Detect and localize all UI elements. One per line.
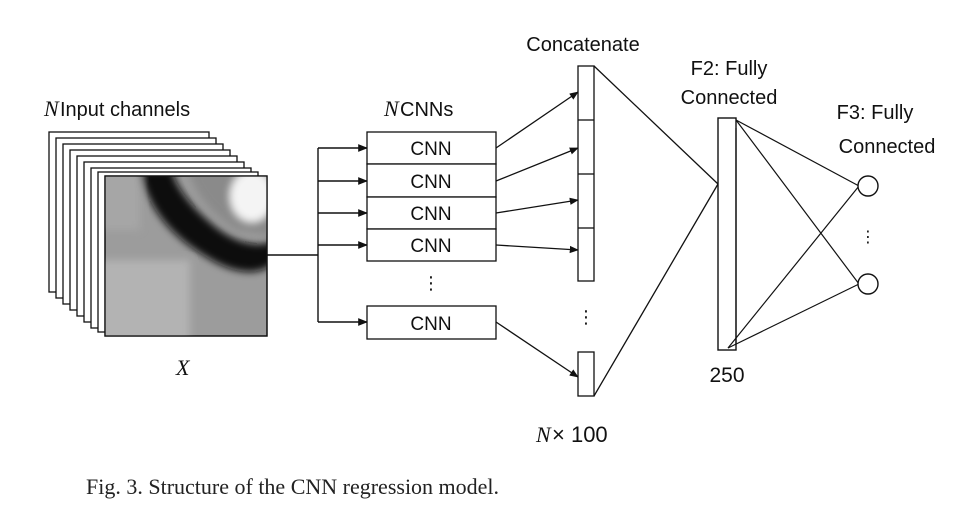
concat-size-var: N bbox=[535, 422, 552, 447]
cnn-block-5: CNN bbox=[366, 305, 497, 340]
cnn-block-2: CNN bbox=[366, 163, 497, 198]
f3-ellipsis: ⋮ bbox=[860, 229, 876, 246]
cnn-block-label: CNN bbox=[410, 172, 451, 193]
cnn-block-label: CNN bbox=[410, 236, 451, 257]
concatenate-vector bbox=[577, 65, 595, 397]
figure-caption: Fig. 3. Structure of the CNN regression … bbox=[86, 474, 500, 499]
f3-output-node-2 bbox=[857, 273, 879, 295]
cnns-var: N bbox=[383, 96, 400, 121]
cnn-block-label: CNN bbox=[410, 204, 451, 225]
fanout-connectors bbox=[267, 144, 368, 326]
f2-title-line1: F2: Fully bbox=[691, 58, 768, 80]
input-channels-var: N bbox=[43, 96, 60, 121]
f3-title-line2: Connected bbox=[839, 136, 936, 158]
concat-to-f2-lines bbox=[593, 65, 719, 397]
cnns-label: CNNs bbox=[400, 99, 453, 121]
f3-output-node-1 bbox=[857, 175, 879, 197]
cnn-block-3: CNN bbox=[366, 196, 497, 230]
f2-title-line2: Connected bbox=[681, 87, 778, 109]
input-x-label: X bbox=[175, 355, 191, 380]
f2-layer bbox=[717, 117, 737, 351]
cnn-block-1: CNN bbox=[366, 131, 497, 165]
concatenate-label: Concatenate bbox=[526, 34, 639, 56]
concatenate-ellipsis: ⋮ bbox=[577, 307, 595, 327]
f2-to-f3-connections bbox=[727, 119, 860, 349]
cnn-block-label: CNN bbox=[410, 139, 451, 160]
cnn-block-label: CNN bbox=[410, 314, 451, 335]
input-channels-label: Input channels bbox=[60, 99, 190, 121]
concat-size-text: × 100 bbox=[552, 422, 608, 447]
f3-title-line1: F3: Fully bbox=[837, 102, 914, 124]
input-image bbox=[104, 175, 268, 337]
cnn-ellipsis: ⋮ bbox=[422, 273, 440, 293]
concat-arrows bbox=[495, 91, 579, 378]
f2-size-label: 250 bbox=[709, 364, 744, 387]
cnn-block-4: CNN bbox=[366, 228, 497, 262]
